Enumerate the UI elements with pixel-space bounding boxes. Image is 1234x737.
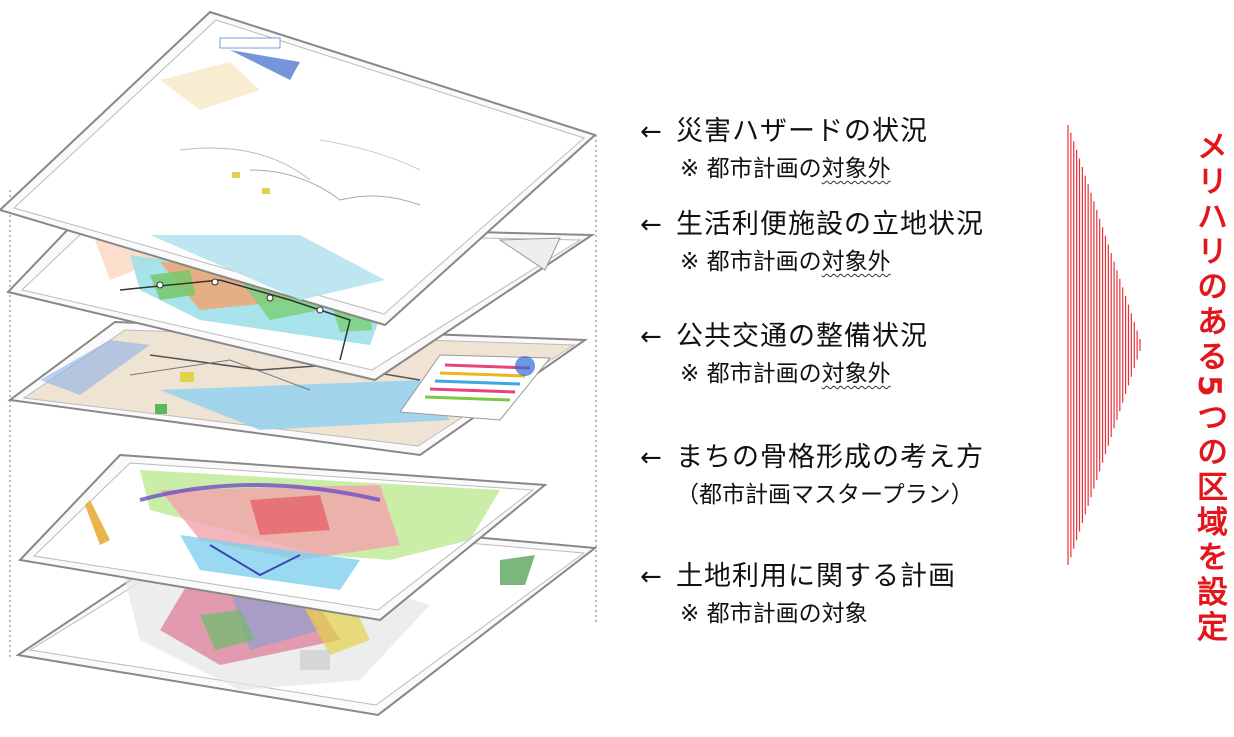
layered-maps-illustration xyxy=(0,10,598,717)
left-arrow-icon: ← xyxy=(640,443,662,473)
item-label: 公共交通の整備状況 xyxy=(676,321,928,352)
side-title: メリハリのある5つの区域を設定 xyxy=(1191,130,1227,646)
map-layer-master-plan xyxy=(17,453,548,622)
item-label: 災害ハザードの状況 xyxy=(676,116,928,147)
item-note: ※ 都市計画の対象外 xyxy=(680,249,891,275)
item-label: 土地利用に関する計画 xyxy=(676,561,956,592)
item-label: 生活利便施設の立地状況 xyxy=(676,209,984,240)
left-arrow-icon: ← xyxy=(640,562,662,592)
emphasis-text: 対象外 xyxy=(821,249,891,275)
emphasis-text: 対象外 xyxy=(821,361,891,387)
layer-item-living-facilities: ← 生活利便施設の立地状況 ※ 都市計画の対象外 xyxy=(640,205,984,279)
layer-item-public-transport: ← 公共交通の整備状況 ※ 都市計画の対象外 xyxy=(640,317,928,391)
map-layer-public-transport xyxy=(7,320,589,457)
item-note: ※ 都市計画の対象外 xyxy=(680,361,891,387)
item-note: ※ 都市計画の対象外 xyxy=(680,156,891,182)
left-arrow-icon: ← xyxy=(640,210,662,240)
layer-item-disaster-hazard: ← 災害ハザードの状況 ※ 都市計画の対象外 xyxy=(640,112,928,186)
item-note: （都市計画マスタープラン） xyxy=(676,482,974,508)
left-arrow-icon: ← xyxy=(640,117,662,147)
layer-item-land-use: ← 土地利用に関する計画 ※ 都市計画の対象 xyxy=(640,557,956,631)
item-label: まちの骨格形成の考え方 xyxy=(676,442,984,473)
narrowing-wedge-graphic xyxy=(1067,125,1141,565)
item-note: ※ 都市計画の対象 xyxy=(680,601,868,627)
emphasis-text: 対象外 xyxy=(821,156,891,182)
layer-item-master-plan: ← まちの骨格形成の考え方 （都市計画マスタープラン） xyxy=(640,438,984,512)
map-layer-disaster-hazard xyxy=(0,10,597,327)
left-arrow-icon: ← xyxy=(640,322,662,352)
